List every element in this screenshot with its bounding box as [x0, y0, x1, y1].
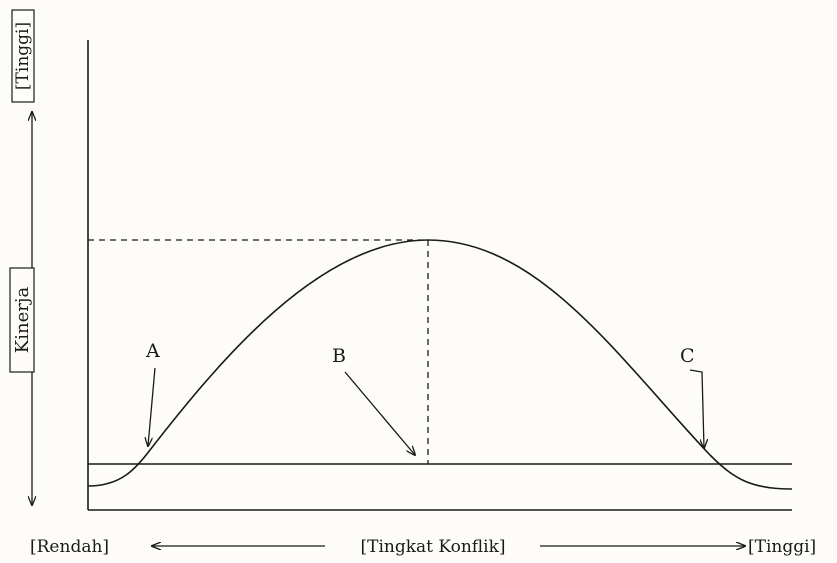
x-axis-high-label: [Tinggi]	[748, 537, 816, 557]
y-axis-high-label: [Tinggi]	[13, 22, 33, 90]
annotation-label-b: B	[332, 345, 346, 367]
annotation-arrow-c	[689, 369, 704, 448]
y-high-box	[11, 9, 35, 103]
annotation-arrow-b	[344, 371, 415, 455]
y-title-box	[9, 267, 35, 373]
annotation-label-c: C	[680, 345, 695, 367]
y-axis-title: Kinerja	[12, 287, 33, 354]
annotation-label-a: A	[145, 340, 160, 362]
performance-curve	[87, 239, 793, 490]
x-axis-title: [Tingkat Konflik]	[360, 537, 505, 557]
x-axis-low-label: [Rendah]	[30, 537, 109, 557]
annotation-arrow-a	[148, 367, 156, 446]
